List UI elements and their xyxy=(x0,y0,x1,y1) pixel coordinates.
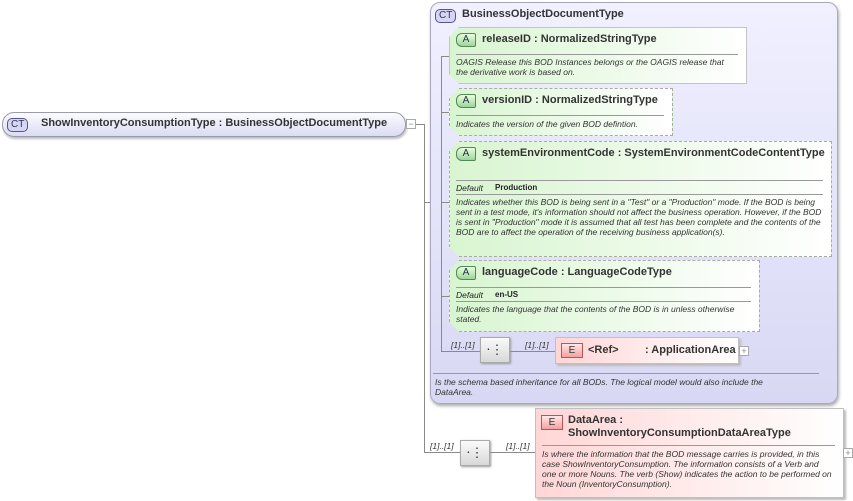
connector xyxy=(509,351,555,352)
element-type: : ApplicationArea xyxy=(645,344,736,356)
cardinality-label: [1]..[1] xyxy=(451,340,475,350)
attribute-name: releaseID : NormalizedStringType xyxy=(482,33,657,45)
expand-icon[interactable]: + xyxy=(739,346,749,356)
complex-type-badge: CT xyxy=(435,9,457,23)
default-label: Default xyxy=(456,290,483,300)
base-type-name: BusinessObjectDocumentType xyxy=(462,8,624,20)
attribute-name: versionID : NormalizedStringType xyxy=(482,94,658,106)
sequence-compositor-icon[interactable]: ⋅⋮ xyxy=(480,337,510,363)
default-value: Production xyxy=(495,183,538,192)
connector xyxy=(441,112,450,113)
attribute-releaseid[interactable]: A releaseID : NormalizedStringType OAGIS… xyxy=(449,27,747,84)
element-application-area[interactable]: E <Ref> : ApplicationArea xyxy=(555,337,739,364)
connector xyxy=(490,452,535,453)
element-data-area[interactable]: E DataArea : ShowInventoryConsumptionDat… xyxy=(535,408,844,498)
base-type-description: Is the schema based inheritance for all … xyxy=(435,377,763,397)
default-label: Default xyxy=(456,183,483,193)
attribute-badge: A xyxy=(456,94,476,108)
connector xyxy=(424,124,425,453)
connector xyxy=(441,56,450,57)
attribute-badge: A xyxy=(456,147,476,161)
cardinality-label: [1]..[1] xyxy=(525,340,549,350)
element-badge: E xyxy=(561,343,583,358)
cardinality-label: [1]..[1] xyxy=(506,441,530,451)
attribute-languagecode[interactable]: A languageCode : LanguageCodeType Defaul… xyxy=(449,260,760,332)
attribute-description: Indicates whether this BOD is being sent… xyxy=(456,197,822,237)
sequence-compositor-icon[interactable]: ⋅⋮ xyxy=(460,440,490,466)
connector xyxy=(441,296,450,297)
attribute-systemenvironmentcode[interactable]: A systemEnvironmentCode : SystemEnvironm… xyxy=(449,141,832,257)
cardinality-label: [1]..[1] xyxy=(430,441,454,451)
connector xyxy=(441,351,481,352)
root-complex-type[interactable]: CT ShowInventoryConsumptionType : Busine… xyxy=(2,112,406,137)
element-badge: E xyxy=(541,415,563,430)
attribute-badge: A xyxy=(456,33,476,47)
expand-icon[interactable]: + xyxy=(843,448,853,458)
complex-type-badge: CT xyxy=(7,118,29,132)
connector xyxy=(441,202,450,203)
attribute-name: systemEnvironmentCode : SystemEnvironmen… xyxy=(482,147,825,159)
connector xyxy=(424,202,430,203)
attribute-versionid[interactable]: A versionID : NormalizedStringType Indic… xyxy=(449,88,673,136)
connector xyxy=(441,56,442,352)
default-value: en-US xyxy=(495,290,519,299)
attribute-description: Indicates the version of the given BOD d… xyxy=(456,119,638,129)
attribute-description: Indicates the language that the contents… xyxy=(456,304,735,324)
base-complex-type: CT BusinessObjectDocumentType A releaseI… xyxy=(430,2,838,404)
connector xyxy=(424,452,460,453)
root-type-name: ShowInventoryConsumptionType : BusinessO… xyxy=(41,117,388,129)
attribute-description: OAGIS Release this BOD Instances belongs… xyxy=(456,57,724,77)
attribute-badge: A xyxy=(456,266,476,280)
collapse-icon[interactable]: − xyxy=(406,119,416,129)
connector xyxy=(416,124,425,125)
element-description: Is where the information that the BOD me… xyxy=(542,449,832,489)
element-name: DataArea : ShowInventoryConsumptionDataA… xyxy=(568,414,791,439)
element-ref: <Ref> xyxy=(588,344,619,356)
attribute-name: languageCode : LanguageCodeType xyxy=(482,266,672,278)
